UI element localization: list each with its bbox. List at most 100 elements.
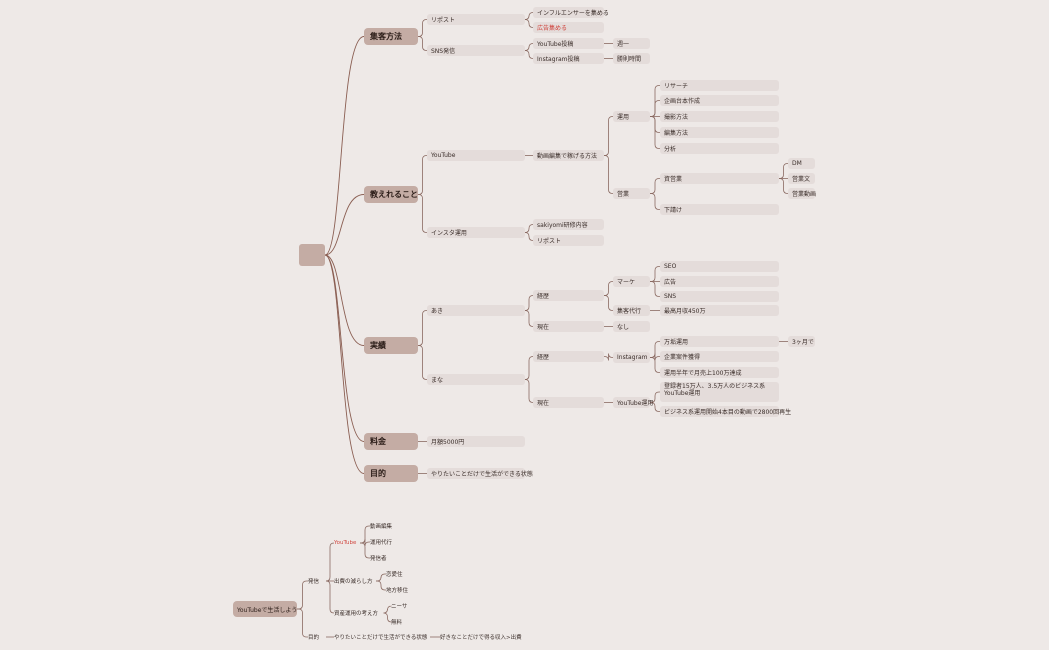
category-acquisition[interactable]: 集客方法 <box>364 28 418 45</box>
connector-node-proposal-to-node-dm <box>779 163 788 179</box>
node-plan[interactable]: 企画台本作成 <box>660 95 779 106</box>
node-mana[interactable]: まな <box>427 374 525 385</box>
node-instagram[interactable]: Instagram <box>613 352 650 363</box>
connector-category-results-to-node-mana <box>418 345 427 380</box>
connector-node-aki-to-node-aki-history <box>524 295 534 311</box>
node-ad[interactable]: 広告 <box>660 276 779 287</box>
connector-node-proposal-to-node-sales-video <box>779 178 788 194</box>
node-marketing[interactable]: マーケ <box>613 276 650 287</box>
connector-node-mana-history-to-node-instagram <box>604 353 613 361</box>
node-video-edit-earn[interactable]: 動画編集で稼げる方法 <box>533 150 604 161</box>
node-agency[interactable]: 集客代行 <box>613 305 650 316</box>
map2-purpose-income[interactable]: 好きなことだけで得る収入>出費 <box>440 635 522 641</box>
node-youtube-post[interactable]: YouTube投稿 <box>533 38 604 49</box>
connector-node-sns-to-node-instagram-post <box>524 50 534 59</box>
connector-map2-root-node-to-map2-purpose <box>297 608 308 638</box>
connector-node-instagram-to-node-monthly-1m <box>650 357 660 373</box>
connector-node-repost-to-node-influencer <box>524 12 534 20</box>
connector-map2-asset-mgmt-to-map2-free <box>383 612 392 623</box>
node-instagram-post[interactable]: Instagram投稿 <box>533 53 604 64</box>
connector-central-root-node-to-category-goal <box>324 254 365 474</box>
map2-video-edit[interactable]: 動画編集 <box>370 524 393 530</box>
node-insta-ops[interactable]: インスタ運用 <box>427 227 525 238</box>
node-followers-10k[interactable]: 万垢運用 <box>660 336 779 347</box>
node-monthly-price[interactable]: 月額5000円 <box>427 436 525 447</box>
connector-node-sales-to-node-proposal <box>650 178 660 194</box>
connector-category-acquisition-to-node-sns <box>418 36 427 51</box>
map2-purpose[interactable]: 目的 <box>308 635 320 641</box>
node-mana-history[interactable]: 経歴 <box>533 351 604 362</box>
map2-reduce-expense[interactable]: 出費の減らし方 <box>334 579 373 585</box>
category-price[interactable]: 料金 <box>364 433 418 450</box>
map2-move-rural[interactable]: 地方移住 <box>386 588 409 594</box>
node-influencer[interactable]: インフルエンサーを集める <box>533 7 609 18</box>
connector-map2-root-node-to-map2-send <box>297 580 308 610</box>
node-aki[interactable]: あき <box>427 305 525 316</box>
node-instagram-freq[interactable]: 勝則時間 <box>613 53 650 64</box>
connector-category-results-to-node-aki <box>418 310 427 346</box>
node-results-sns[interactable]: SNS <box>660 291 779 302</box>
node-corporate[interactable]: 企業案件獲得 <box>660 351 779 362</box>
node-youtube-freq[interactable]: 週一 <box>613 38 650 49</box>
node-youtube-ops[interactable]: YouTube運用 <box>613 397 653 408</box>
node-sns[interactable]: SNS発信 <box>427 45 525 56</box>
map2-purpose-state[interactable]: やりたいことだけで生活ができる状態 <box>334 635 428 641</box>
map2-asset-mgmt[interactable]: 資産運用の考え方 <box>334 611 379 617</box>
node-views[interactable]: ビジネス系運用開始4本目の動画で2800回再生 <box>660 406 791 417</box>
node-operation[interactable]: 運用 <box>613 111 650 122</box>
map2-send[interactable]: 発信 <box>308 579 320 585</box>
connector-node-youtube-ops-to-node-subscribers <box>650 391 660 403</box>
map2-ops-agency[interactable]: 運用代行 <box>370 540 393 546</box>
map2-free[interactable]: 無料 <box>391 620 403 626</box>
category-teach[interactable]: 教えれること <box>364 186 418 203</box>
node-subcontract[interactable]: 下請け <box>660 204 779 215</box>
node-goal-state[interactable]: やりたいことだけで生活ができる状態 <box>427 468 533 479</box>
connector-map2-send-to-map2-asset-mgmt <box>325 580 335 614</box>
map2-share-house[interactable]: 恋愛住 <box>386 572 403 578</box>
node-subscribers[interactable]: 登録者15万人、3.5万人のビジネス系YouTube運用 <box>660 382 779 402</box>
category-goal[interactable]: 目的 <box>364 465 418 482</box>
node-sales[interactable]: 営業 <box>613 188 650 199</box>
node-research[interactable]: リサーチ <box>660 80 779 91</box>
node-insta-repost[interactable]: リポスト <box>533 235 604 246</box>
node-ads[interactable]: 広告集める <box>533 22 604 33</box>
central-root-node[interactable] <box>299 244 325 266</box>
connector-node-aki-history-to-node-marketing <box>604 281 613 296</box>
node-sales-text[interactable]: 営業文 <box>788 173 815 184</box>
node-none[interactable]: なし <box>613 321 650 332</box>
node-proposal[interactable]: 資営業 <box>660 173 779 184</box>
category-results[interactable]: 実績 <box>364 337 418 354</box>
node-shooting[interactable]: 撮影方法 <box>660 111 779 122</box>
connector-node-youtube-ops-to-node-views <box>650 402 660 412</box>
connector-node-instagram-to-node-corporate <box>650 353 660 361</box>
connector-node-mana-to-node-mana-now <box>524 379 534 403</box>
map2-creator[interactable]: 発信者 <box>370 556 387 562</box>
node-max-monthly[interactable]: 最高月収450万 <box>660 305 779 316</box>
node-analysis[interactable]: 分析 <box>660 143 779 154</box>
node-editing[interactable]: 編集方法 <box>660 127 779 138</box>
connector-node-sales-to-node-subcontract <box>650 193 660 210</box>
node-aki-history[interactable]: 経歴 <box>533 290 604 301</box>
node-sales-video[interactable]: 営業動画 <box>788 188 816 199</box>
connector-node-marketing-to-node-seo <box>650 266 660 282</box>
node-monthly-1m[interactable]: 運用半年で月売上100万達成 <box>660 367 779 378</box>
node-aki-now[interactable]: 現在 <box>533 321 604 332</box>
connector-node-operation-to-node-analysis <box>650 116 660 149</box>
connector-central-root-node-to-category-price <box>324 254 365 442</box>
connector-node-repost-to-node-ads <box>524 19 534 28</box>
connector-central-root-node-to-category-results <box>324 254 365 346</box>
connector-map2-reduce-expense-to-map2-share-house <box>376 573 386 582</box>
map2-root-node[interactable]: YouTubeで生活しよう <box>233 601 297 617</box>
node-seo[interactable]: SEO <box>660 261 779 272</box>
node-three-months[interactable]: 3ヶ月で <box>788 336 815 347</box>
node-sakiyomi[interactable]: sakiyomi研修内容 <box>533 219 604 230</box>
map2-nisa[interactable]: ニーサ <box>391 604 408 610</box>
node-dm[interactable]: DM <box>788 158 815 169</box>
node-mana-now[interactable]: 現在 <box>533 397 604 408</box>
node-youtube[interactable]: YouTube <box>427 150 525 161</box>
connector-central-root-node-to-category-acquisition <box>324 36 365 256</box>
node-repost[interactable]: リポスト <box>427 14 525 25</box>
connector-category-acquisition-to-node-repost <box>418 19 427 37</box>
map2-youtube[interactable]: YouTube <box>334 540 357 546</box>
